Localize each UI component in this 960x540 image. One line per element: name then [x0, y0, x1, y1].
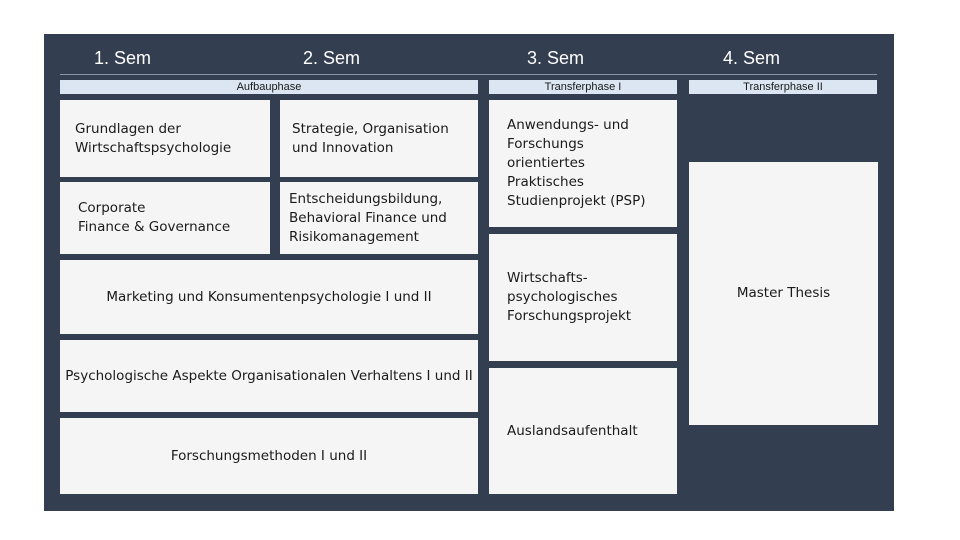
module-strategie-label: Strategie, Organisation und Innovation — [292, 120, 449, 156]
semester-2-label: 2. Sem — [303, 48, 361, 68]
module-master-thesis-label: Master Thesis — [736, 285, 831, 301]
semester-4-label: 4. Sem — [723, 48, 781, 68]
semester-1-label: 1. Sem — [94, 48, 152, 68]
module-auslandsaufenthalt-label: Auslandsaufenthalt — [507, 422, 638, 439]
semester-divider-line — [60, 74, 877, 75]
module-entscheidungsbildung-label: Entscheidungsbildung, Behavioral Finance… — [289, 190, 447, 245]
module-forschungsmethoden: Forschungsmethoden I und II — [60, 418, 478, 494]
module-strategie: Strategie, Organisation und Innovation — [280, 100, 478, 177]
phase-aufbau: Aufbauphase — [60, 80, 478, 94]
module-entscheidungsbildung: Entscheidungsbildung, Behavioral Finance… — [280, 182, 478, 254]
module-psp: Anwendungs- und Forschungs orientiertes … — [489, 100, 677, 227]
module-psp-label: Anwendungs- und Forschungs orientiertes … — [507, 117, 646, 209]
module-marketing: Marketing und Konsumentenpsychologie I u… — [60, 260, 478, 334]
phase-transfer-1: Transferphase I — [489, 80, 677, 94]
module-psychologische-aspekte-label: Psychologische Aspekte Organisationalen … — [65, 367, 473, 384]
module-marketing-label: Marketing und Konsumentenpsychologie I u… — [106, 288, 432, 305]
module-auslandsaufenthalt: Auslandsaufenthalt — [489, 368, 677, 494]
module-forschungsmethoden-label: Forschungsmethoden I und II — [170, 447, 368, 464]
semester-3-label: 3. Sem — [527, 48, 585, 68]
module-forschungsprojekt: Wirtschafts- psychologisches Forschungsp… — [489, 234, 677, 361]
phase-transfer-2: Transferphase II — [689, 80, 877, 94]
module-forschungsprojekt-label: Wirtschafts- psychologisches Forschungsp… — [507, 270, 632, 324]
module-psychologische-aspekte: Psychologische Aspekte Organisationalen … — [60, 340, 478, 412]
module-master-thesis: Master Thesis — [689, 162, 878, 425]
module-grundlagen-label: Grundlagen der Wirtschaftspsychologie — [75, 120, 232, 156]
module-grundlagen: Grundlagen der Wirtschaftspsychologie — [60, 100, 270, 177]
module-corporate-finance: Corporate Finance & Governance — [60, 182, 270, 254]
module-corporate-finance-label: Corporate Finance & Governance — [78, 200, 231, 235]
